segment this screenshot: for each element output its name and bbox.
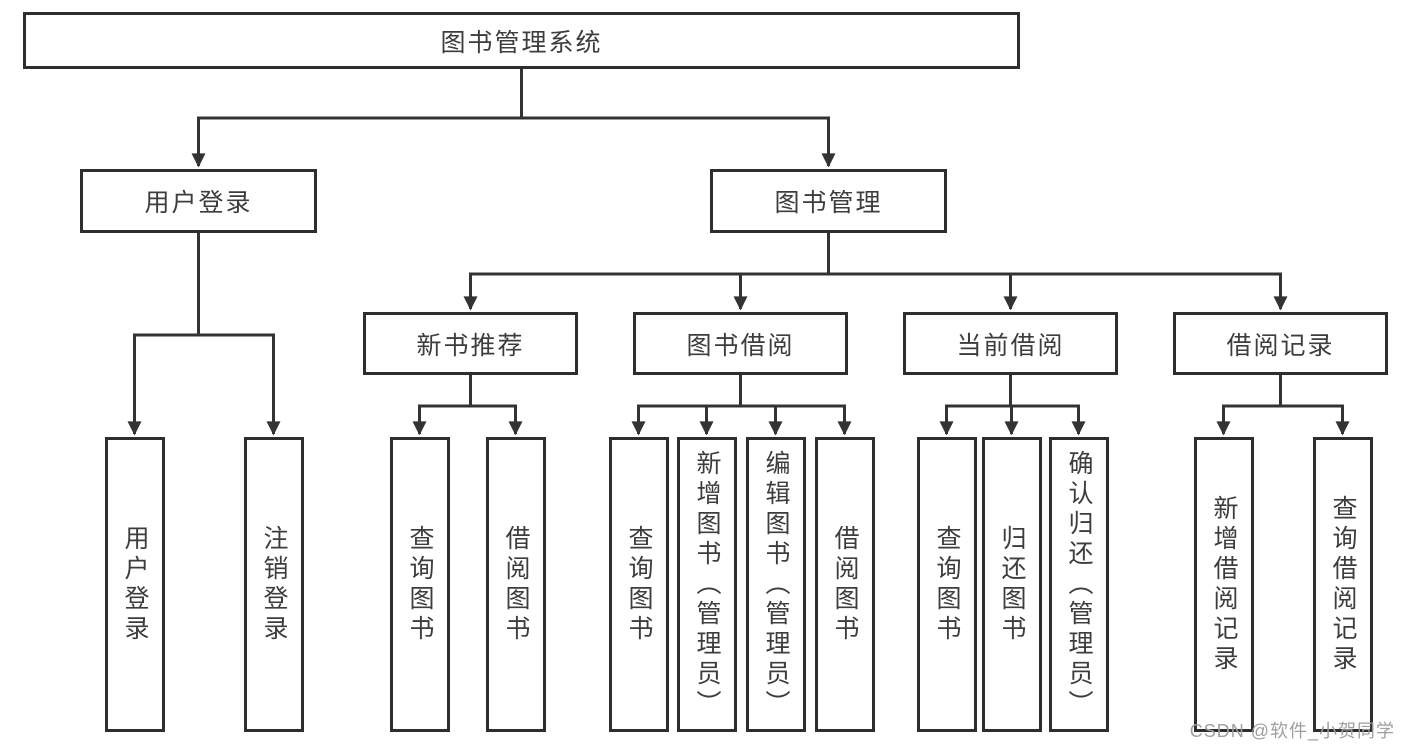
node-label: 归还图书 [998, 524, 1026, 645]
node-label: 图书借阅 [686, 331, 795, 360]
node-root-system: 图书管理系统 [23, 12, 1020, 69]
node-label: 查询图书 [933, 524, 961, 645]
connector-book-mgmt-to-level3 [463, 233, 1288, 311]
leaf-query-book-2: 查询图书 [608, 437, 669, 732]
connector-book-borrow-to-leaves [631, 375, 852, 436]
leaf-logout: 注销登录 [243, 437, 304, 732]
leaf-return-book: 归还图书 [981, 437, 1042, 732]
node-label: 新书推荐 [416, 331, 525, 360]
node-current-borrow: 当前借阅 [903, 312, 1118, 375]
leaf-query-book-1: 查询图书 [389, 437, 450, 732]
node-label: 编辑图书（管理员） [762, 449, 790, 720]
leaf-add-book-admin: 新增图书（管理员） [676, 437, 737, 732]
leaf-borrow-book-1: 借阅图书 [485, 437, 546, 732]
node-label: 查询图书 [625, 524, 653, 645]
node-label: 当前借阅 [956, 331, 1065, 360]
node-label: 用户登录 [144, 189, 253, 217]
node-label: 图书管理系统 [440, 28, 603, 57]
leaf-confirm-return-admin: 确认归还（管理员） [1048, 437, 1109, 732]
node-label: 新增借阅记录 [1210, 494, 1238, 675]
node-new-book-recommend: 新书推荐 [363, 312, 578, 375]
node-label: 确认归还（管理员） [1065, 449, 1093, 720]
leaf-add-borrow-record: 新增借阅记录 [1193, 437, 1254, 732]
connector-borrow-record-to-leaves [1216, 375, 1350, 436]
node-label: 查询图书 [406, 524, 434, 645]
node-book-borrow: 图书借阅 [633, 312, 848, 375]
connector-current-borrow-to-leaves [939, 375, 1086, 436]
node-label: 借阅记录 [1226, 331, 1335, 360]
node-label: 新增图书（管理员） [693, 449, 721, 720]
connector-user-login-to-leaves [127, 233, 281, 436]
node-label: 用户登录 [121, 524, 149, 645]
connector-root-to-level2 [191, 69, 836, 168]
node-label: 注销登录 [260, 524, 288, 645]
node-book-management: 图书管理 [710, 169, 947, 233]
node-label: 查询借阅记录 [1329, 494, 1357, 675]
connector-new-book-to-leaves [412, 375, 523, 436]
node-user-login: 用户登录 [80, 169, 317, 233]
leaf-borrow-book-2: 借阅图书 [814, 437, 875, 732]
leaf-query-book-3: 查询图书 [916, 437, 977, 732]
node-borrow-record: 借阅记录 [1173, 312, 1388, 375]
node-label: 借阅图书 [831, 524, 859, 645]
node-label: 图书管理 [774, 189, 883, 217]
leaf-edit-book-admin: 编辑图书（管理员） [745, 437, 806, 732]
node-label: 借阅图书 [502, 524, 530, 645]
leaf-query-borrow-record: 查询借阅记录 [1312, 437, 1373, 732]
csdn-watermark: CSDN @软件_小贺同学 [1189, 721, 1395, 741]
leaf-user-login: 用户登录 [104, 437, 165, 732]
